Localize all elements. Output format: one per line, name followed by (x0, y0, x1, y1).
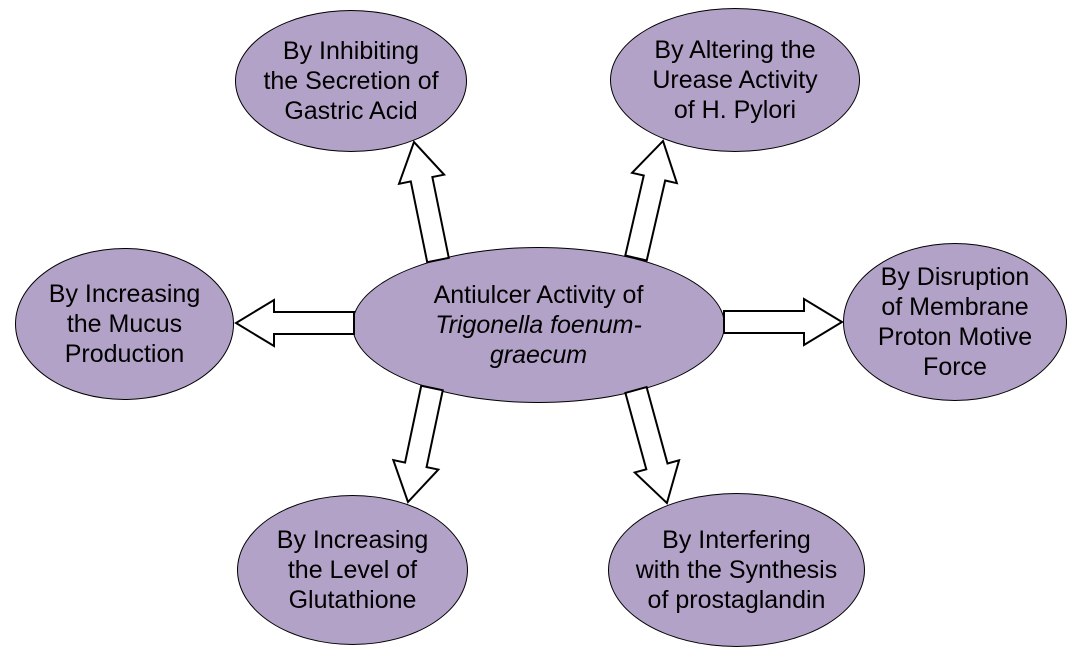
node-center-label: Antiulcer Activity of Trigonella foenum-… (434, 280, 644, 370)
arrow-to-urease-activity (624, 139, 679, 262)
node-mucus-production: By Increasing the Mucus Production (15, 248, 234, 400)
node-proton-motive-force-label: By Disruption of Membrane Proton Motive … (877, 263, 1033, 381)
node-urease-activity-label: By Altering the Urease Activity of H. Py… (652, 36, 818, 124)
center-species: Trigonella foenum- graecum (435, 311, 642, 369)
node-proton-motive-force: By Disruption of Membrane Proton Motive … (843, 243, 1067, 401)
node-urease-activity: By Altering the Urease Activity of H. Py… (610, 8, 860, 152)
center-title: Antiulcer Activity of (433, 281, 644, 309)
arrow-to-prostaglandin (624, 385, 681, 505)
arrow-to-proton-motive-force (723, 297, 844, 347)
node-prostaglandin-label: By Interfering with the Synthesis of pro… (635, 526, 838, 614)
node-gastric-acid-label: By Inhibiting the Secretion of Gastric A… (263, 37, 439, 125)
node-gastric-acid: By Inhibiting the Secretion of Gastric A… (235, 10, 467, 152)
arrow-to-gastric-acid (397, 140, 450, 264)
arrow-to-mucus-production (234, 298, 355, 348)
node-center: Antiulcer Activity of Trigonella foenum-… (352, 247, 725, 403)
node-prostaglandin: By Interfering with the Synthesis of pro… (608, 493, 865, 647)
node-mucus-production-label: By Increasing the Mucus Production (48, 280, 201, 368)
node-glutathione: By Increasing the Level of Glutathione (237, 495, 468, 645)
arrow-to-glutathione (391, 384, 444, 504)
node-glutathione-label: By Increasing the Level of Glutathione (276, 526, 429, 614)
